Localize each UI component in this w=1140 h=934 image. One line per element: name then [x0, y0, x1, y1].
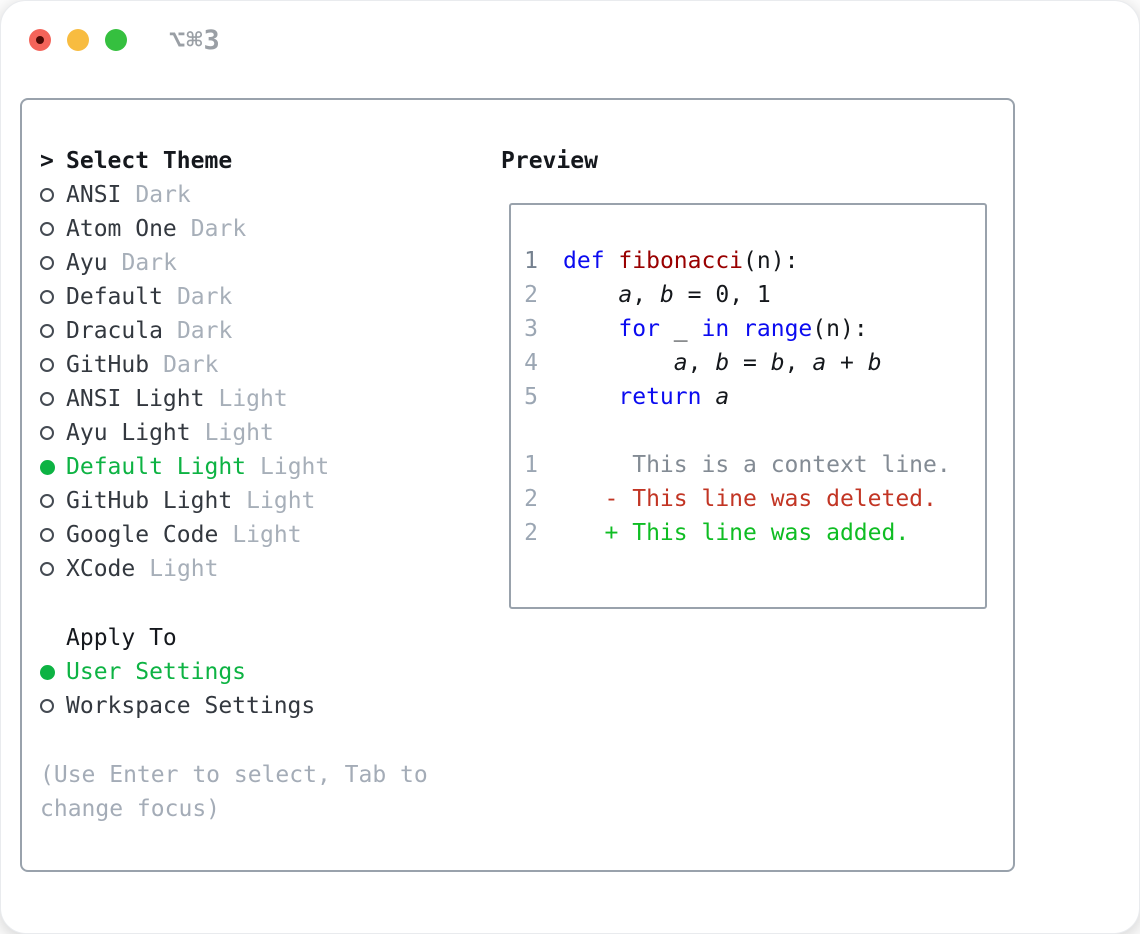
- diff-block: 1 This is a context line.2 - This line w…: [521, 448, 985, 550]
- theme-name: XCode: [66, 556, 136, 582]
- code-text: a, b = b, a + b: [673, 350, 882, 376]
- radio-icon: [40, 188, 66, 202]
- code-line: 4 a, b = b, a + b: [521, 346, 985, 380]
- theme-name: Atom One: [66, 216, 177, 242]
- code-text: def fibonacci(n):: [563, 248, 799, 274]
- select-theme-header: > Select Theme: [40, 144, 329, 178]
- radio-icon: [40, 494, 66, 508]
- apply-option-user-settings[interactable]: User Settings: [40, 655, 315, 689]
- apply-to-header: Apply To: [66, 621, 315, 655]
- line-number: 5: [524, 384, 538, 410]
- titlebar: ⌥⌘3: [29, 25, 221, 56]
- code-text: return a: [618, 384, 730, 410]
- select-theme-title: Select Theme: [66, 148, 233, 174]
- line-number: 2: [524, 282, 538, 308]
- window-title: ⌥⌘3: [169, 24, 221, 56]
- code-line: 5 return a: [521, 380, 985, 414]
- line-number: 2: [524, 486, 538, 512]
- theme-option-github-light[interactable]: GitHub Light Light: [40, 484, 329, 518]
- theme-option-dracula[interactable]: Dracula Dark: [40, 314, 329, 348]
- theme-name: Default Light: [66, 454, 247, 480]
- theme-name: GitHub Light: [66, 488, 233, 514]
- code-text: for _ in range(n):: [618, 316, 868, 342]
- diff-text: This is a context line.: [563, 452, 951, 478]
- radio-icon: [40, 256, 66, 270]
- radio-icon: [40, 222, 66, 236]
- code-line: 1 def fibonacci(n):: [521, 244, 985, 278]
- diff-line-added: 2 + This line was added.: [521, 516, 985, 550]
- close-button-icon[interactable]: [29, 29, 51, 51]
- diff-text: - This line was deleted.: [563, 486, 937, 512]
- theme-option-atom-one[interactable]: Atom One Dark: [40, 212, 329, 246]
- theme-option-xcode[interactable]: XCode Light: [40, 552, 329, 586]
- theme-variant-label: Light: [246, 488, 316, 514]
- theme-variant-label: Light: [204, 420, 274, 446]
- diff-line-deleted: 2 - This line was deleted.: [521, 482, 985, 516]
- line-number: 4: [524, 350, 538, 376]
- zoom-button-icon[interactable]: [105, 29, 127, 51]
- radio-icon: [40, 290, 66, 304]
- theme-name: Ayu Light: [66, 420, 191, 446]
- radio-icon: [40, 392, 66, 406]
- line-number: 1: [524, 452, 538, 478]
- theme-variant-label: Dark: [176, 284, 233, 310]
- code-line: 2 a, b = 0, 1: [521, 278, 985, 312]
- theme-variant-label: Light: [218, 386, 288, 412]
- theme-option-default-light[interactable]: Default Light Light: [40, 450, 329, 484]
- theme-variant-label: Dark: [135, 182, 191, 208]
- radio-icon: [40, 528, 66, 542]
- code-line: 3 for _ in range(n):: [521, 312, 985, 346]
- keyboard-hint: (Use Enter to select, Tab to change focu…: [40, 762, 428, 822]
- apply-option-workspace-settings[interactable]: Workspace Settings: [40, 689, 315, 723]
- apply-to-title: Apply To: [66, 625, 177, 651]
- diff-line-context: 1 This is a context line.: [521, 448, 985, 482]
- apply-option-label: Workspace Settings: [66, 693, 316, 719]
- theme-variant-label: Dark: [163, 352, 219, 378]
- theme-option-ansi[interactable]: ANSI Dark: [40, 178, 329, 212]
- theme-option-github[interactable]: GitHub Dark: [40, 348, 329, 382]
- theme-option-default[interactable]: Default Dark: [40, 280, 329, 314]
- prompt-caret-icon: >: [40, 148, 54, 174]
- theme-name: Default: [66, 284, 163, 310]
- line-number: 3: [524, 316, 538, 342]
- theme-variant-label: Dark: [190, 216, 247, 242]
- theme-name: GitHub: [66, 352, 150, 378]
- theme-name: Dracula: [66, 318, 163, 344]
- selected-radio-icon: [40, 459, 66, 475]
- line-number: 1: [524, 248, 538, 274]
- theme-option-ansi-light[interactable]: ANSI Light Light: [40, 382, 329, 416]
- theme-variant-label: Dark: [121, 250, 177, 276]
- theme-variant-label: Dark: [176, 318, 233, 344]
- theme-variant-label: Light: [149, 556, 219, 582]
- radio-icon: [40, 699, 66, 713]
- theme-name: Google Code: [66, 522, 219, 548]
- radio-icon: [40, 324, 66, 338]
- radio-icon: [40, 562, 66, 576]
- theme-name: ANSI: [66, 182, 122, 208]
- preview-title: Preview: [501, 148, 598, 174]
- theme-name: Ayu: [66, 250, 108, 276]
- line-number: 2: [524, 520, 538, 546]
- minimize-button-icon[interactable]: [67, 29, 89, 51]
- theme-option-ayu-light[interactable]: Ayu Light Light: [40, 416, 329, 450]
- code-text: a, b = 0, 1: [618, 282, 771, 308]
- diff-text: + This line was added.: [563, 520, 910, 546]
- apply-option-label: User Settings: [66, 659, 247, 685]
- theme-variant-label: Light: [260, 454, 330, 480]
- theme-option-google-code[interactable]: Google Code Light: [40, 518, 329, 552]
- selected-radio-icon: [40, 664, 66, 680]
- theme-variant-label: Light: [232, 522, 302, 548]
- radio-icon: [40, 426, 66, 440]
- theme-option-ayu[interactable]: Ayu Dark: [40, 246, 329, 280]
- radio-icon: [40, 358, 66, 372]
- theme-name: ANSI Light: [66, 386, 205, 412]
